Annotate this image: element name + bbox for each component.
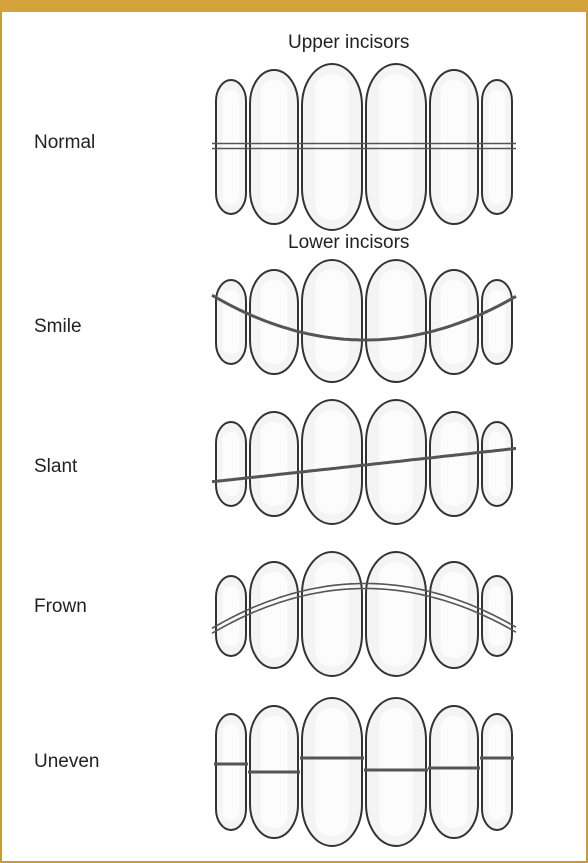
tooth-highlight — [223, 432, 240, 496]
tooth-highlight — [489, 90, 506, 204]
tooth-highlight — [223, 724, 240, 820]
tooth-highlight — [315, 74, 349, 220]
tooth-group — [212, 64, 516, 230]
upper-incisors-caption: Upper incisors — [288, 32, 409, 54]
tooth-highlight — [261, 572, 288, 658]
tooth-highlight — [441, 80, 468, 214]
tooth-highlight — [379, 708, 413, 836]
tooth-highlight — [261, 422, 288, 506]
row-label-normal: Normal — [34, 132, 95, 154]
row-label-smile: Smile — [34, 316, 82, 338]
tooth-highlight — [489, 432, 506, 496]
tooth-highlight — [315, 562, 349, 666]
row-label-frown: Frown — [34, 596, 87, 618]
tooth-group — [212, 552, 516, 676]
tooth-highlight — [441, 422, 468, 506]
tooth-highlight — [489, 290, 506, 354]
tooth-highlight — [379, 562, 413, 666]
tooth-highlight — [315, 410, 349, 514]
tooth-highlight — [441, 572, 468, 658]
row-label-slant: Slant — [34, 456, 77, 478]
lower-incisors-caption: Lower incisors — [288, 232, 409, 254]
tooth-group — [214, 698, 514, 846]
row-label-uneven: Uneven — [34, 751, 100, 773]
tooth-highlight — [379, 74, 413, 220]
tooth-highlight — [489, 586, 506, 646]
tooth-highlight — [441, 716, 468, 828]
tooth-highlight — [223, 90, 240, 204]
tooth-group — [212, 260, 516, 382]
tooth-group — [212, 400, 516, 524]
tooth-highlight — [223, 586, 240, 646]
tooth-highlight — [489, 724, 506, 820]
tooth-highlight — [261, 80, 288, 214]
tooth-highlight — [379, 270, 413, 372]
teeth-normal-diagram — [210, 62, 520, 232]
tooth-highlight — [315, 708, 349, 836]
teeth-uneven-diagram — [210, 696, 520, 848]
tooth-highlight — [223, 290, 240, 354]
teeth-frown-diagram — [210, 550, 520, 678]
teeth-smile-diagram — [210, 258, 520, 384]
teeth-slant-diagram — [210, 398, 520, 526]
tooth-highlight — [315, 270, 349, 372]
header-bar — [0, 0, 588, 12]
